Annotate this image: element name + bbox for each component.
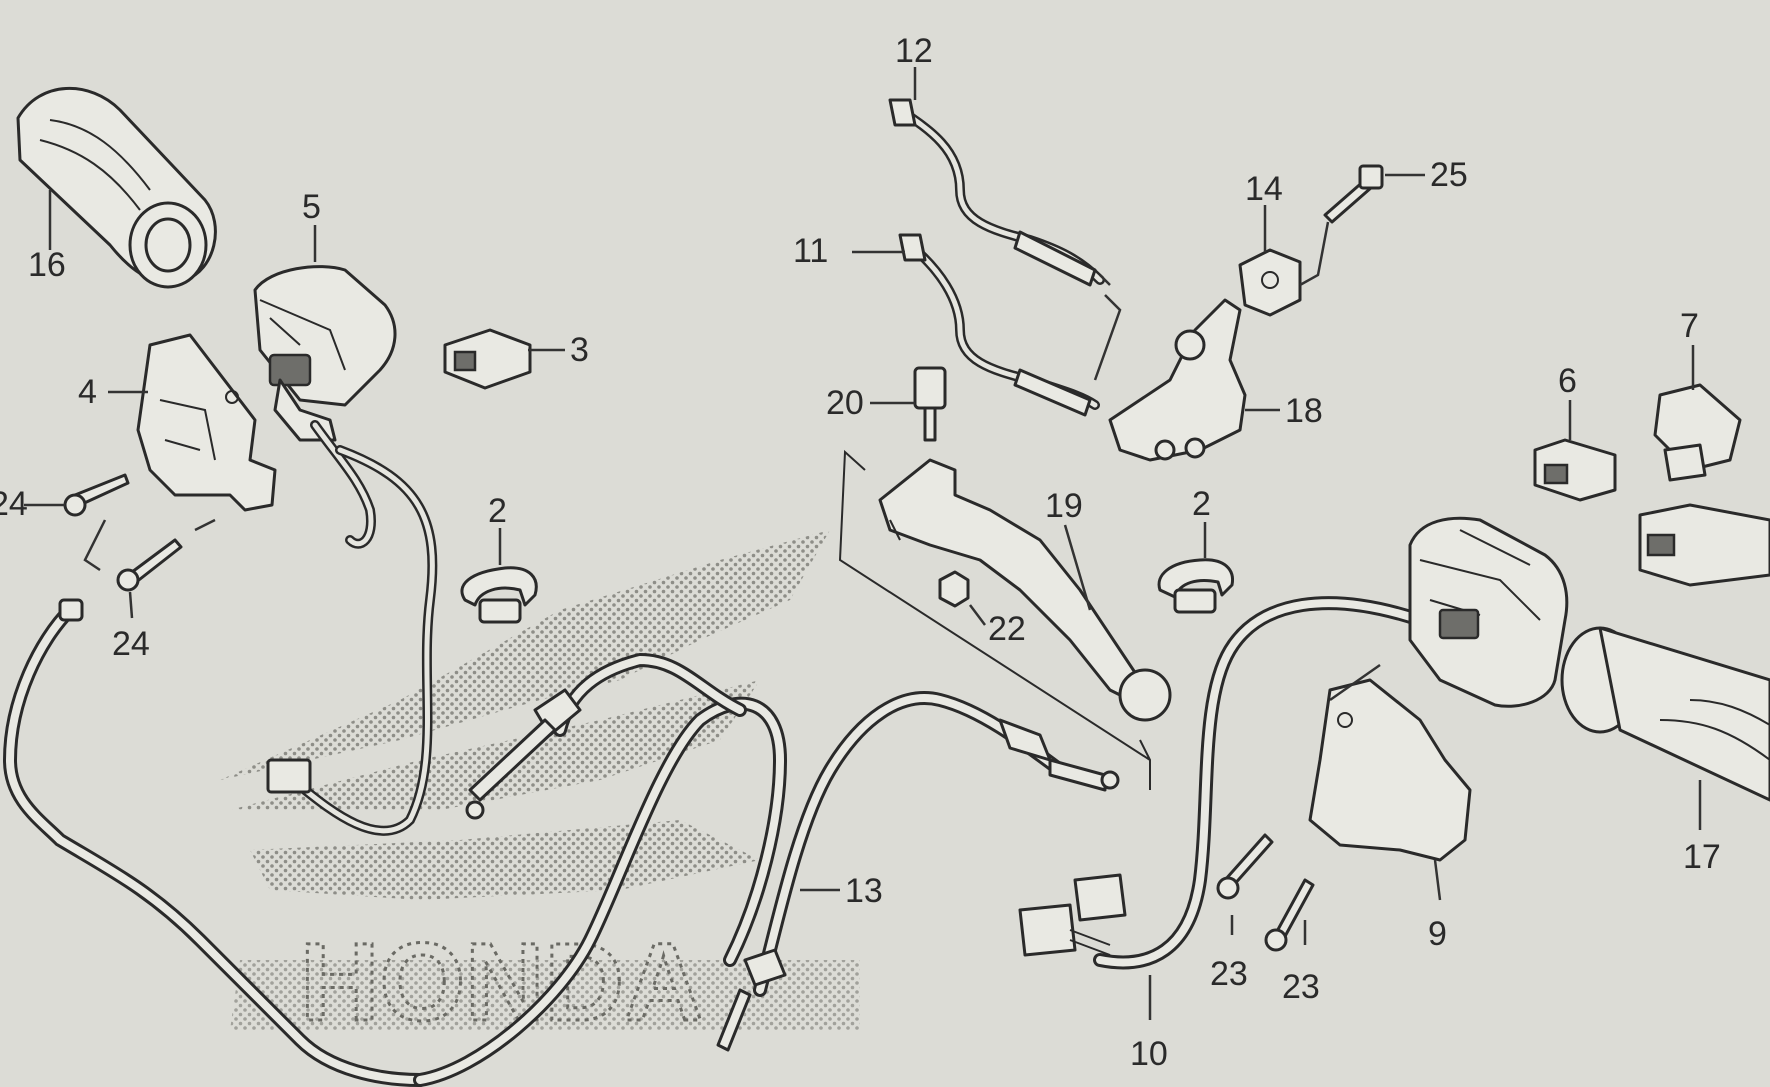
label-24-upper: 24 <box>0 485 28 523</box>
nut-22 <box>938 570 970 608</box>
cable-clamp-2-right <box>1157 558 1235 614</box>
pivot-bolt-20 <box>913 366 947 442</box>
label-10: 10 <box>1130 1035 1168 1073</box>
label-18: 18 <box>1285 392 1323 430</box>
clutch-cable-13 <box>716 691 1120 1052</box>
label-11: 11 <box>793 232 828 270</box>
label-4: 4 <box>78 373 97 411</box>
left-grip <box>16 87 217 289</box>
lever-bracket-18 <box>1108 298 1247 462</box>
honda-watermark-text: HONDA <box>300 921 703 1044</box>
left-cable-2 <box>413 696 787 1087</box>
label-25: 25 <box>1430 156 1468 194</box>
label-19: 19 <box>1045 487 1083 525</box>
right-lower-cover-9 <box>1308 678 1472 862</box>
label-24-lower: 24 <box>112 625 150 663</box>
label-5: 5 <box>302 188 321 226</box>
bolt-25 <box>1323 164 1384 224</box>
brake-lever-19 <box>878 458 1172 722</box>
label-2-left: 2 <box>488 492 507 530</box>
bolt-23-left <box>1216 833 1274 900</box>
label-2-right: 2 <box>1192 485 1211 523</box>
label-12: 12 <box>895 32 933 70</box>
left-switch-housing <box>253 265 397 442</box>
label-13: 13 <box>845 872 883 910</box>
bolt-23-right <box>1264 878 1315 952</box>
label-3: 3 <box>570 331 589 369</box>
right-grip-17 <box>1560 626 1770 802</box>
switch-7 <box>1653 383 1742 482</box>
label-22: 22 <box>988 610 1026 648</box>
label-17: 17 <box>1683 838 1721 876</box>
switch-8-partial <box>1638 503 1770 587</box>
left-switch-wire-harness <box>266 420 438 836</box>
label-23-left: 23 <box>1210 955 1248 993</box>
bolt-24-lower <box>116 538 183 592</box>
label-6: 6 <box>1558 362 1577 400</box>
cable-clamp-2-left <box>460 566 538 624</box>
label-20: 20 <box>826 384 864 422</box>
bolt-24-upper <box>63 473 130 517</box>
label-14: 14 <box>1245 170 1283 208</box>
throttle-cable-upper <box>465 653 747 820</box>
wire-lead-12 <box>888 98 1105 287</box>
harness-10 <box>1018 596 1427 970</box>
wire-lead-11 <box>898 233 1100 417</box>
holder-clamp-14 <box>1238 248 1302 317</box>
label-7: 7 <box>1680 307 1699 345</box>
left-lower-cover <box>136 333 277 512</box>
left-cable-long <box>3 598 427 1087</box>
label-23-right: 23 <box>1282 968 1320 1006</box>
switch-6 <box>1533 438 1617 502</box>
label-9: 9 <box>1428 915 1447 953</box>
switch-3 <box>443 328 532 390</box>
right-switch-housing <box>1408 516 1569 708</box>
label-16: 16 <box>28 246 66 284</box>
